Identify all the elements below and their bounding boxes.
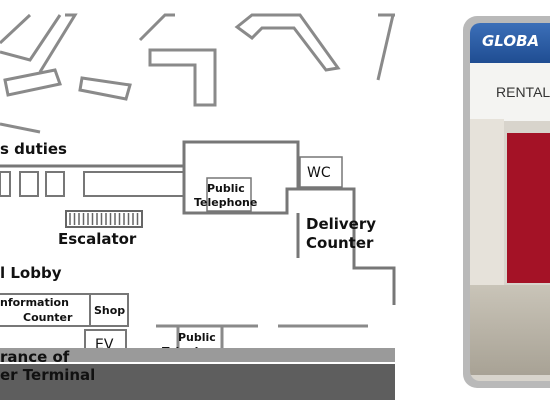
red-promo-banner [507,133,550,283]
wc-box [299,156,343,188]
wc-label: WC [307,165,331,181]
telephone-block-outline [182,166,298,215]
public-telephone-box-1 [206,177,252,212]
rental-counter-photo: GLOBA RENTAL [463,16,550,388]
lower-walls [156,324,368,352]
upper-walls [0,13,395,134]
information-counter-label: nformation Counter [0,296,73,324]
brand-bar: GLOBA [470,23,550,63]
lobby-label: l Lobby [0,264,62,282]
duties-label: s duties [0,140,67,158]
counter-row [0,171,185,197]
delivery-counter-label: Delivery Counter [306,215,381,252]
escalator-symbol [65,210,143,228]
counter-desk [470,285,550,375]
escalator-label: Escalator [58,230,137,248]
entrance-label: rance of er Terminal [0,348,95,384]
terminal-floor-map: Public Telephone WC Delivery Counter s d… [0,13,396,400]
photo-frame: GLOBA RENTAL [470,23,550,381]
kiosk-stand [470,119,504,289]
shop-label: Shop [94,304,125,317]
terminal-entrance-bar-dark [0,364,395,400]
terminal-entrance-bar-light [0,348,395,362]
brand-logo-text: GLOBA [482,32,540,50]
rental-sign: RENTAL [470,63,550,121]
public-telephone-label-1: Public Telephone [194,182,257,209]
rental-sign-text: RENTAL [496,84,550,100]
